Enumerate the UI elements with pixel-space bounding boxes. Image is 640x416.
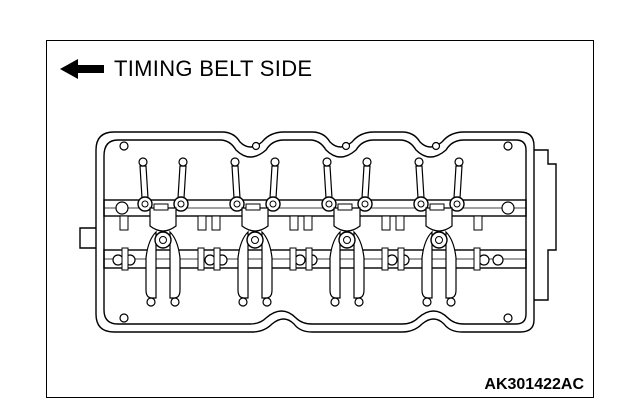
arrow-left-icon: [60, 59, 104, 79]
rocker-group-1: [119, 157, 207, 307]
direction-label: TIMING BELT SIDE: [114, 56, 313, 81]
head-outline: [95, 131, 535, 333]
head-right-profile: [534, 149, 557, 301]
head-bolts: [119, 141, 513, 323]
direction-indicator: TIMING BELT SIDE: [58, 56, 312, 82]
rocker-group-3: [303, 157, 391, 307]
head-inner-outline: [103, 139, 527, 325]
rocker-group-2: [211, 157, 299, 307]
head-left-tab: [79, 227, 96, 249]
figure-code: AK301422AC: [484, 376, 584, 393]
figure-frame: [46, 40, 594, 398]
rocker-group-4: [395, 157, 483, 307]
